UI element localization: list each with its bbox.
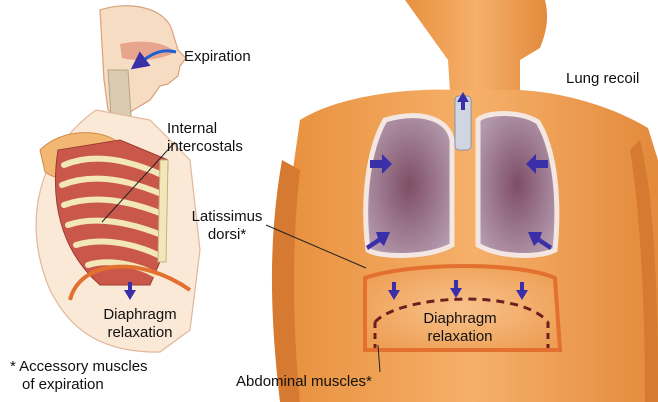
- side-view-figure: [36, 6, 200, 352]
- internal-intercostals-label: Internal intercostals: [167, 120, 243, 156]
- expiration-label: Expiration: [184, 48, 251, 66]
- diaphragm-left-label: Diaphragm relaxation: [85, 306, 195, 342]
- diaphragm-right-label: Diaphragm relaxation: [405, 310, 515, 346]
- lung-recoil-label: Lung recoil: [566, 70, 639, 88]
- torso: [288, 90, 658, 402]
- accessory-muscles-note: * Accessory muscles of expiration: [10, 358, 148, 394]
- abdominal-muscles-label: Abdominal muscles*: [236, 373, 372, 391]
- neck: [405, 0, 547, 92]
- sternum: [158, 160, 168, 262]
- right-lung: [478, 114, 557, 256]
- latissimus-dorsi-label: Latissimus dorsi*: [185, 208, 269, 244]
